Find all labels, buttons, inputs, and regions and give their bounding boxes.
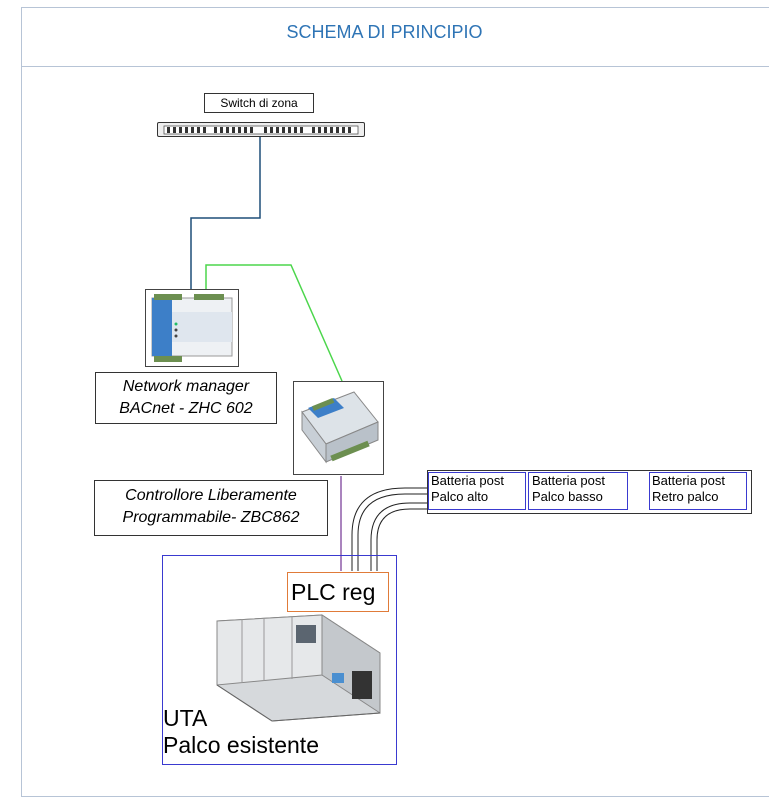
battery-retro-palco: Batteria post Retro palco <box>649 472 747 510</box>
battery-2-line2: Palco basso <box>532 489 603 504</box>
network-manager-label: Network manager BACnet - ZHC 602 <box>95 372 277 424</box>
battery-cable-1 <box>351 487 428 571</box>
uta-label: UTA Palco esistente <box>163 705 393 759</box>
uta-box <box>162 555 397 765</box>
controller-line2: Programmabile- ZBC862 <box>122 509 300 526</box>
switch-label-box: Switch di zona <box>204 93 314 113</box>
title-bar <box>22 8 769 67</box>
uta-line1: UTA <box>163 705 208 731</box>
controller-line1: Controllore Liberamente <box>125 487 297 504</box>
battery-1-line2: Palco alto <box>431 489 489 504</box>
battery-2-line1: Batteria post <box>532 473 605 488</box>
uta-line2: Palco esistente <box>163 732 319 758</box>
controller-device <box>293 381 384 475</box>
bus-cable <box>205 264 343 382</box>
batteries-container <box>427 470 752 514</box>
battery-palco-basso: Batteria post Palco basso <box>528 472 628 510</box>
switch-icon <box>157 122 365 137</box>
switch-label: Switch di zona <box>220 96 298 110</box>
battery-1-line1: Batteria post <box>431 473 504 488</box>
network-manager-line2: BACnet - ZHC 602 <box>119 400 253 417</box>
network-cable <box>190 135 261 292</box>
controller-label: Controllore Liberamente Programmabile- Z… <box>94 480 328 536</box>
battery-cable-2 <box>370 502 428 571</box>
plc-label: PLC reg <box>291 579 376 605</box>
plc-box: PLC reg <box>287 572 389 612</box>
battery-3-line1: Batteria post <box>652 473 725 488</box>
network-manager-device <box>145 289 239 367</box>
battery-cable-1b <box>357 493 428 571</box>
battery-palco-alto: Batteria post Palco alto <box>428 472 526 510</box>
diagram-title: SCHEMA DI PRINCIPIO <box>286 22 483 42</box>
battery-cable-2b <box>376 508 428 571</box>
ahu-unit-image <box>212 613 387 725</box>
network-manager-line1: Network manager <box>122 378 250 395</box>
battery-3-line2: Retro palco <box>652 489 719 504</box>
